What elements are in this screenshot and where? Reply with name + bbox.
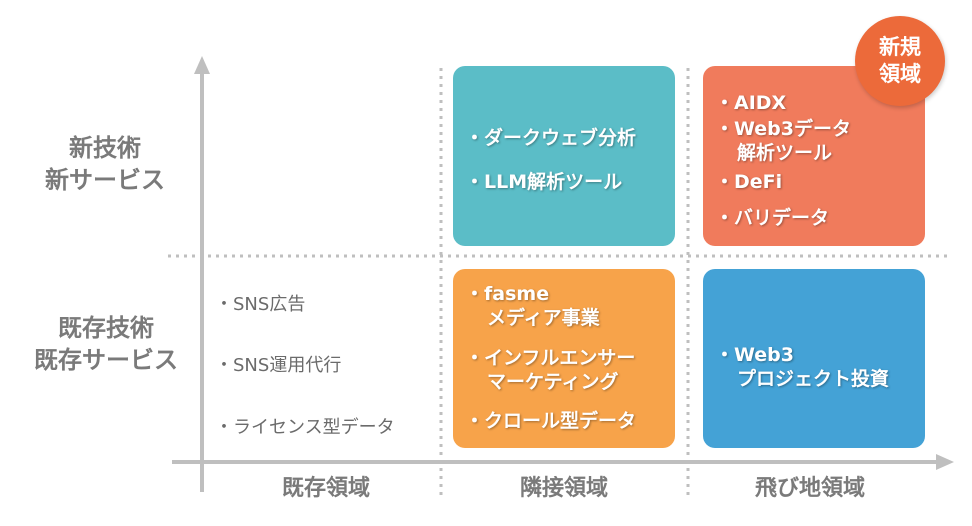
row-label-new-line1: 新技術 — [69, 134, 141, 162]
box-new-leap-item-2-text-2: 解析ツール — [737, 142, 833, 164]
box-existing-adjacent-item-3: ・クロール型データ — [465, 409, 636, 433]
y-axis-arrowhead — [194, 56, 210, 74]
box-new-leap-item-4: ・バリデータ — [715, 206, 829, 230]
box-new-leap-item-1: ・AIDX — [715, 91, 786, 115]
row-label-new-line2: 新サービス — [45, 166, 165, 194]
box-new-leap-item-3: ・DeFi — [715, 170, 782, 194]
row-label-new: 新技術 新サービス — [20, 132, 190, 196]
box-new-leap-item-1-text: ・AIDX — [715, 92, 787, 114]
existing-item-3: ・ライセンス型データ — [215, 417, 395, 438]
box-new-adjacent-item-2: ・LLM解析ツール — [465, 171, 623, 193]
box-existing-leap-item-1: ・Web3 プロジェクト投資 — [715, 343, 889, 391]
box-new-leap-item-3-text: ・DeFi — [715, 171, 783, 193]
box-new-leap-item-4-text: ・バリデータ — [715, 207, 830, 229]
column-label-existing: 既存領域 — [281, 476, 370, 501]
box-existing-adjacent-item-1-text: ・fasme — [465, 283, 550, 305]
box-existing-adjacent-item-2-text-2: マーケティング — [487, 371, 619, 393]
box-existing-leap-item-1-text-2: プロジェクト投資 — [737, 368, 890, 390]
existing-item-2: ・SNS運用代行 — [215, 355, 342, 376]
box-new-adjacent-item-1: ・ダークウェブ分析 — [465, 127, 637, 149]
box-existing-adjacent-item-1-text-2: メディア事業 — [487, 307, 600, 329]
row-label-existing: 既存技術 既存サービス — [18, 312, 194, 376]
column-label-leap: 飛び地領域 — [754, 476, 865, 501]
box-new-leap-item-2: ・Web3データ 解析ツール — [715, 117, 851, 165]
new-area-badge-line2: 領域 — [879, 62, 921, 86]
box-new-adjacent: ・ダークウェブ分析 ・LLM解析ツール — [453, 66, 675, 246]
box-existing-adjacent-item-2: ・インフルエンサー マーケティング — [465, 346, 635, 394]
new-area-badge: 新規 領域 — [855, 16, 945, 106]
box-existing-leap: ・Web3 プロジェクト投資 — [703, 269, 925, 448]
row-label-existing-line1: 既存技術 — [58, 314, 154, 342]
box-existing-adjacent-item-1: ・fasme メディア事業 — [465, 282, 600, 330]
box-existing-adjacent: ・fasme メディア事業 ・インフルエンサー マーケティング ・クロール型デー… — [453, 269, 675, 448]
box-existing-adjacent-item-3-text: ・クロール型データ — [465, 410, 637, 432]
box-existing-leap-item-1-text: ・Web3 — [715, 344, 794, 366]
existing-item-1: ・SNS広告 — [215, 294, 306, 315]
new-area-badge-line1: 新規 — [879, 35, 921, 59]
box-new-leap-item-2-text: ・Web3データ — [715, 118, 851, 140]
box-existing-adjacent-item-2-text: ・インフルエンサー — [465, 347, 636, 369]
row-label-existing-line2: 既存サービス — [34, 346, 178, 374]
column-label-adjacent: 隣接領域 — [519, 476, 608, 501]
x-axis-arrowhead — [936, 454, 954, 470]
